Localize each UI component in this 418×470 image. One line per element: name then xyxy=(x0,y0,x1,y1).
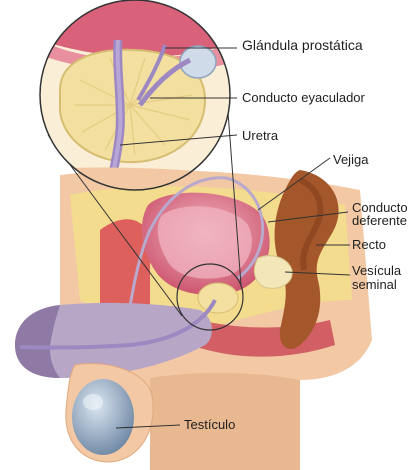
label-bladder: Vejiga xyxy=(333,153,368,167)
label-ejaculatory-duct: Conducto eyaculador xyxy=(242,91,365,105)
label-testicle: Testículo xyxy=(184,418,235,432)
label-urethra: Uretra xyxy=(242,129,278,143)
label-vas-deferens-line2: deferente xyxy=(352,214,407,228)
testicle-highlight xyxy=(83,394,103,410)
testicle xyxy=(72,379,134,455)
label-seminal-vesicle-line1: Vesícula xyxy=(352,264,401,278)
prostate-body xyxy=(198,283,238,313)
label-prostate: Glándula prostática xyxy=(242,38,363,52)
label-rectum: Recto xyxy=(352,238,386,252)
label-seminal-vesicle-line2: seminal xyxy=(352,278,397,292)
